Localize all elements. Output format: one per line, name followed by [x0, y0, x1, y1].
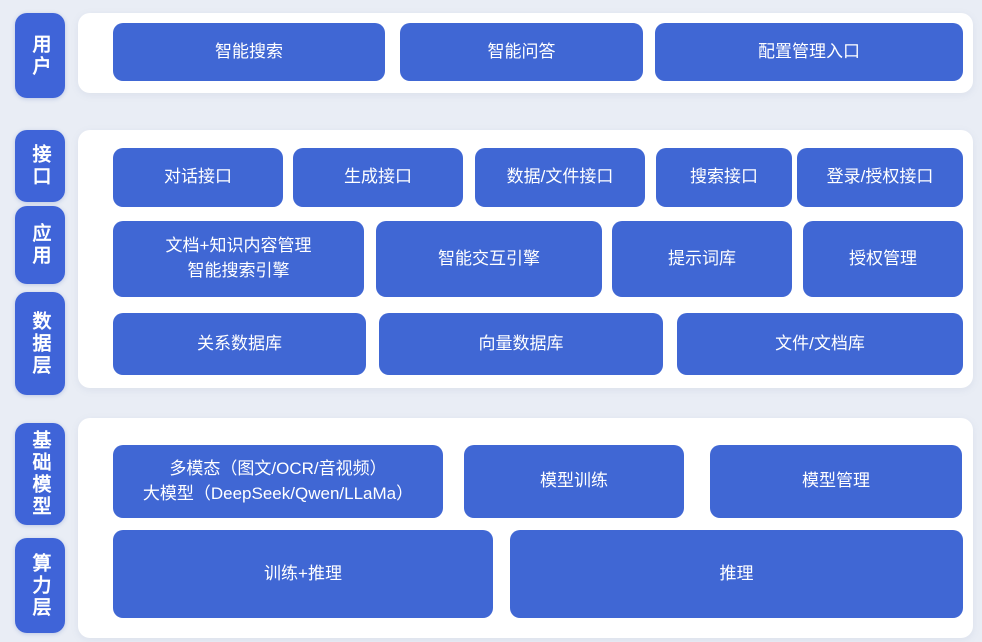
layer-label-user: 用户 — [15, 13, 65, 98]
block-model-management: 模型管理 — [710, 445, 962, 518]
layer-label-application: 应用 — [15, 206, 65, 284]
block-multimodal-llm: 多模态（图文/OCR/音视频） 大模型（DeepSeek/Qwen/LLaMa） — [113, 445, 443, 518]
block-intelligent-search: 智能搜索 — [113, 23, 385, 81]
block-model-training: 模型训练 — [464, 445, 684, 518]
block-prompt-library: 提示词库 — [612, 221, 792, 297]
block-vector-database: 向量数据库 — [379, 313, 663, 375]
block-login-auth-api: 登录/授权接口 — [797, 148, 963, 207]
block-intelligent-interaction-engine: 智能交互引擎 — [376, 221, 602, 297]
block-relational-database: 关系数据库 — [113, 313, 366, 375]
layer-label-foundation-model: 基础模型 — [15, 423, 65, 525]
block-dialog-api: 对话接口 — [113, 148, 283, 207]
layer-label-interface: 接口 — [15, 130, 65, 202]
block-generation-api: 生成接口 — [293, 148, 463, 207]
layer-label-compute: 算力层 — [15, 538, 65, 633]
block-data-file-api: 数据/文件接口 — [475, 148, 645, 207]
block-doc-knowledge-search-engine: 文档+知识内容管理 智能搜索引擎 — [113, 221, 364, 297]
block-intelligent-qa: 智能问答 — [400, 23, 643, 81]
block-inference: 推理 — [510, 530, 963, 618]
block-training-plus-inference: 训练+推理 — [113, 530, 493, 618]
block-search-api: 搜索接口 — [656, 148, 792, 207]
layer-label-data: 数据层 — [15, 292, 65, 395]
block-authorization-management: 授权管理 — [803, 221, 963, 297]
block-config-management-entry: 配置管理入口 — [655, 23, 963, 81]
block-file-document-library: 文件/文档库 — [677, 313, 963, 375]
